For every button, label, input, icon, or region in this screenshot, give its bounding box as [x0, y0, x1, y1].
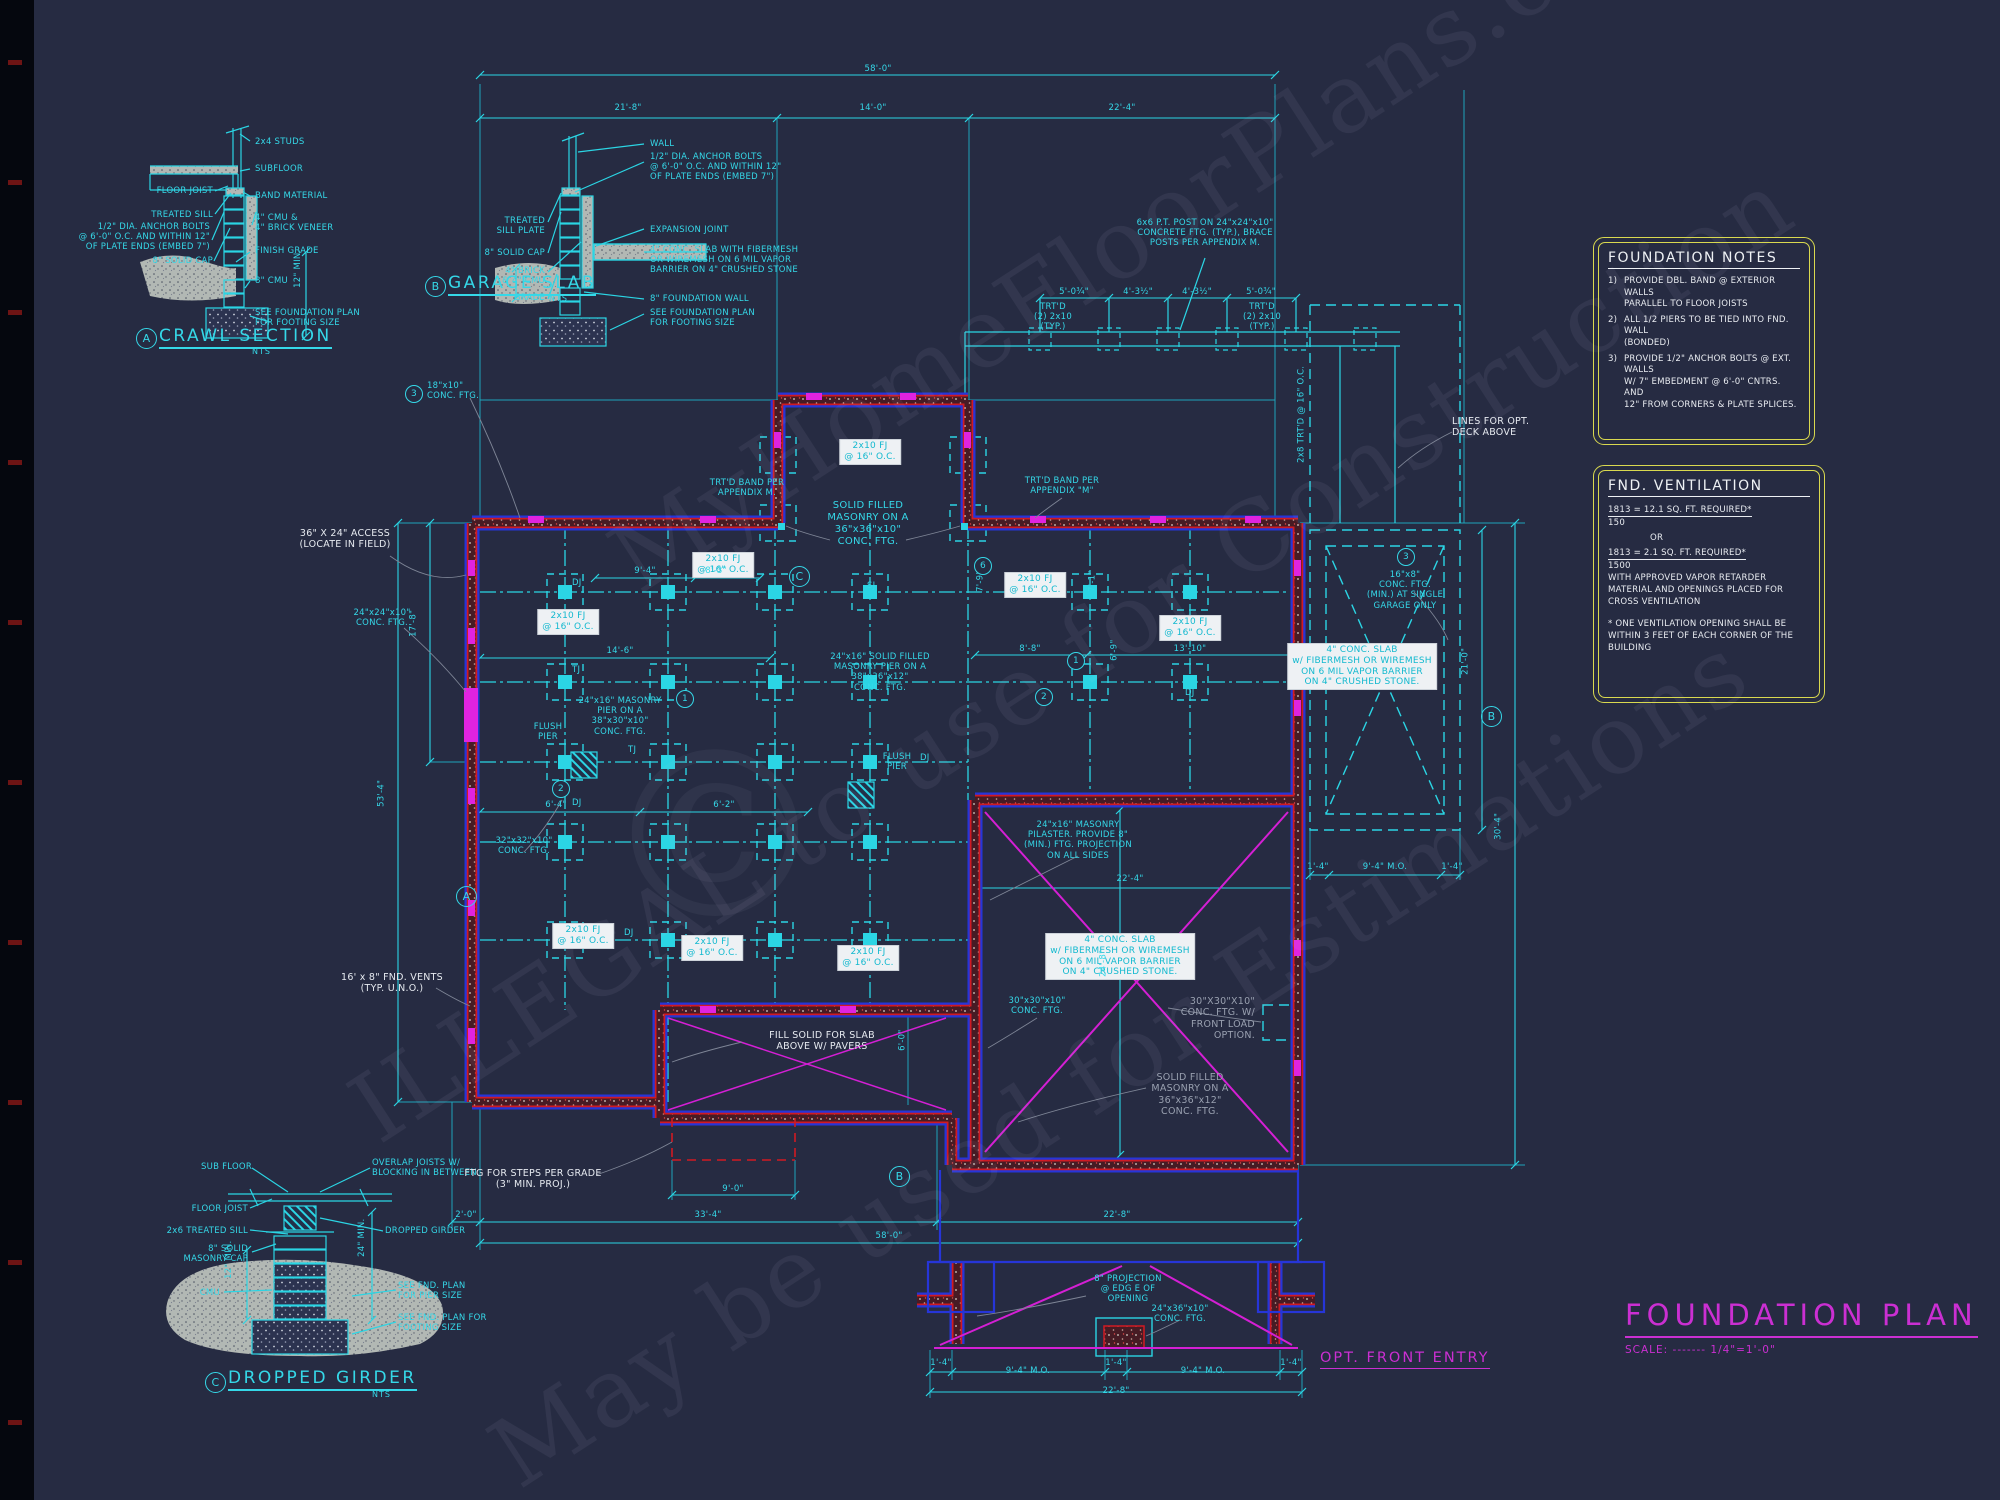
ventilation-line: 150 [1608, 518, 1626, 529]
registration-mark [8, 940, 22, 945]
ventilation-line: 1813 = 12.1 SQ. FT. REQUIRED* [1608, 504, 1810, 518]
fnd-ventilation-title: FND. VENTILATION [1608, 478, 1810, 497]
registration-mark [8, 60, 22, 65]
foundation-notes-box: FOUNDATION NOTES 1)PROVIDE DBL. BAND @ E… [1593, 237, 1815, 445]
ventilation-line: 1813 = 2.1 SQ. FT. REQUIRED* [1608, 547, 1810, 561]
foundation-note: 3)PROVIDE 1/2" ANCHOR BOLTS @ EXT. WALLS… [1608, 353, 1797, 410]
foundation-notes-title: FOUNDATION NOTES [1608, 250, 1800, 269]
registration-mark [8, 310, 22, 315]
registration-mark [8, 460, 22, 465]
ventilation-line: 1500 [1608, 561, 1631, 572]
ventilation-line: WITH APPROVED VAPOR RETARDER MATERIAL AN… [1608, 573, 1787, 608]
registration-mark [8, 1260, 22, 1265]
registration-mark [8, 1420, 22, 1425]
vent-openings [464, 393, 1301, 1076]
registration-mark [8, 1100, 22, 1105]
registration-mark [8, 620, 22, 625]
registration-mark [8, 780, 22, 785]
foundation-note: 2)ALL 1/2 PIERS TO BE TIED INTO FND. WAL… [1608, 314, 1789, 348]
ventilation-line: OR [1650, 533, 1664, 544]
ventilation-line: * ONE VENTILATION OPENING SHALL BE WITHI… [1608, 619, 1797, 654]
registration-strip [0, 0, 34, 1500]
fnd-ventilation-box: FND. VENTILATION 1813 = 12.1 SQ. FT. REQ… [1593, 465, 1825, 703]
registration-mark [8, 180, 22, 185]
